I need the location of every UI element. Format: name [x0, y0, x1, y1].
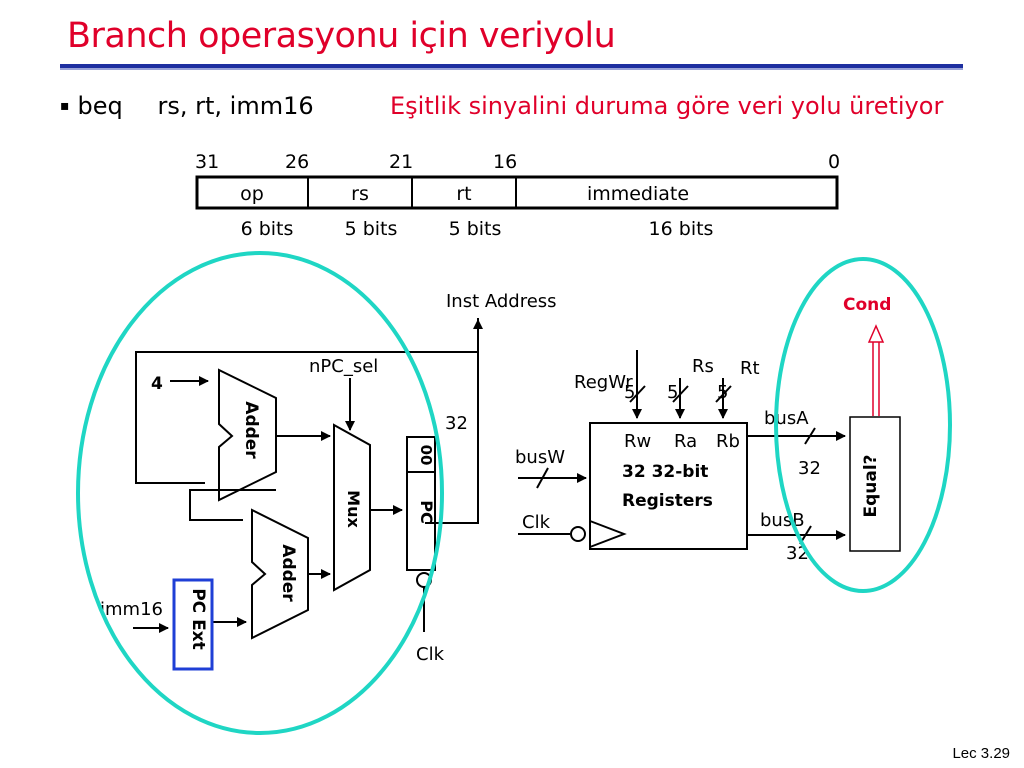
highlight-ellipse-equal: [774, 257, 952, 593]
pc-register-marker: 00: [417, 445, 435, 466]
pc-output-wire: [425, 318, 479, 524]
bit-position-16: 16: [493, 151, 517, 173]
cond-arrow: [867, 324, 885, 343]
bit-position-26: 26: [285, 151, 309, 173]
slide-footer: Lec 3.29: [952, 745, 1010, 762]
bullet-item: ▪ beq rs, rt, imm16 Eşitlik sinyalini duru…: [60, 92, 943, 120]
highlight-ellipse-next-pc: [76, 251, 444, 735]
field-immediate: immediate: [587, 183, 689, 205]
busa-width-label: 32: [798, 458, 821, 479]
rb-width-label: 5: [717, 382, 728, 403]
bullet-marker: ▪: [60, 98, 70, 114]
mux: [333, 423, 371, 592]
register-file-labels: RegWr Rs Rt 5 5 5 Rw Ra Rb 32 32-bit Reg…: [515, 356, 821, 564]
rw-width-slash: [629, 385, 646, 403]
slide-title: Branch operasyonu için veriyolu: [67, 16, 616, 56]
bit-position-31: 31: [195, 151, 219, 173]
regfile-clock-bubble: [570, 526, 586, 542]
field-rs: rs: [351, 183, 369, 205]
rs-label: Rs: [692, 356, 714, 377]
field-rt: rt: [456, 183, 471, 205]
adder-bottom: [251, 508, 309, 640]
npc-sel-label: nPC_sel: [309, 356, 378, 377]
equal-box: [849, 416, 901, 552]
regfile-title-line1: 32 32-bit: [622, 462, 708, 482]
instruction-format: 31 26 21 16 0 op rs rt immediate 6 bits …: [195, 151, 840, 240]
adder-top-label: Adder: [241, 401, 261, 459]
width-op: 6 bits: [241, 218, 294, 240]
rb-width-slash: [715, 385, 732, 403]
next-pc-logic: [133, 318, 483, 671]
pc-ext-label: PC Ext: [188, 588, 208, 650]
bit-position-21: 21: [389, 151, 413, 173]
imm16-label: imm16: [100, 599, 163, 620]
instruction-mnemonic: beq: [77, 92, 123, 120]
register-file: [518, 350, 846, 550]
pc-register: [406, 436, 436, 571]
adder-bottom-label: Adder: [278, 544, 298, 602]
pc-bus-width: 32: [445, 413, 468, 434]
ra-width-label: 5: [667, 382, 678, 403]
clock-edge-triangle: [589, 520, 627, 548]
pc-clk-label: Clk: [416, 644, 445, 665]
mux-label: Mux: [344, 490, 363, 528]
rb-port-label: Rb: [716, 431, 740, 452]
title-rule: [60, 64, 963, 70]
pc-feedback-wire: [135, 351, 478, 484]
instruction-operands: rs, rt, imm16: [157, 92, 314, 120]
adder-chain-wire: [189, 489, 276, 521]
busw-width-slash: [536, 467, 549, 489]
rw-width-label: 5: [624, 382, 635, 403]
next-pc-labels: Inst Address nPC_sel 4 32 Adder Adder Mu…: [100, 291, 557, 665]
pc-ext-box: [172, 578, 214, 671]
field-op: op: [240, 183, 264, 205]
ra-width-slash: [672, 385, 689, 403]
bit-position-0: 0: [828, 151, 840, 173]
adder-top: [218, 368, 277, 502]
width-rt: 5 bits: [449, 218, 502, 240]
cond-label: Cond: [843, 295, 891, 315]
busa-label: busA: [764, 408, 809, 429]
ra-port-label: Ra: [674, 431, 697, 452]
busa-width-slash: [804, 427, 816, 445]
rw-port-label: Rw: [624, 431, 651, 452]
register-file-box: [589, 422, 748, 550]
constant-four: 4: [151, 374, 163, 394]
regfile-clk-label: Clk: [522, 512, 551, 533]
regfile-title-line2: Registers: [622, 491, 713, 511]
width-immediate: 16 bits: [649, 218, 714, 240]
rt-label: Rt: [740, 358, 760, 379]
busw-label: busW: [515, 447, 565, 468]
busb-label: busB: [760, 510, 805, 531]
equal-comparator: Equal? Cond: [843, 295, 901, 552]
width-rs: 5 bits: [345, 218, 398, 240]
format-box: [195, 175, 839, 210]
inst-address-label: Inst Address: [446, 291, 557, 312]
pc-label: PC: [417, 500, 436, 523]
regwr-label: RegWr: [574, 372, 633, 393]
equal-label: Equal?: [861, 454, 881, 517]
bullet-description: Eşitlik sinyalini duruma göre veri yolu …: [390, 92, 944, 120]
